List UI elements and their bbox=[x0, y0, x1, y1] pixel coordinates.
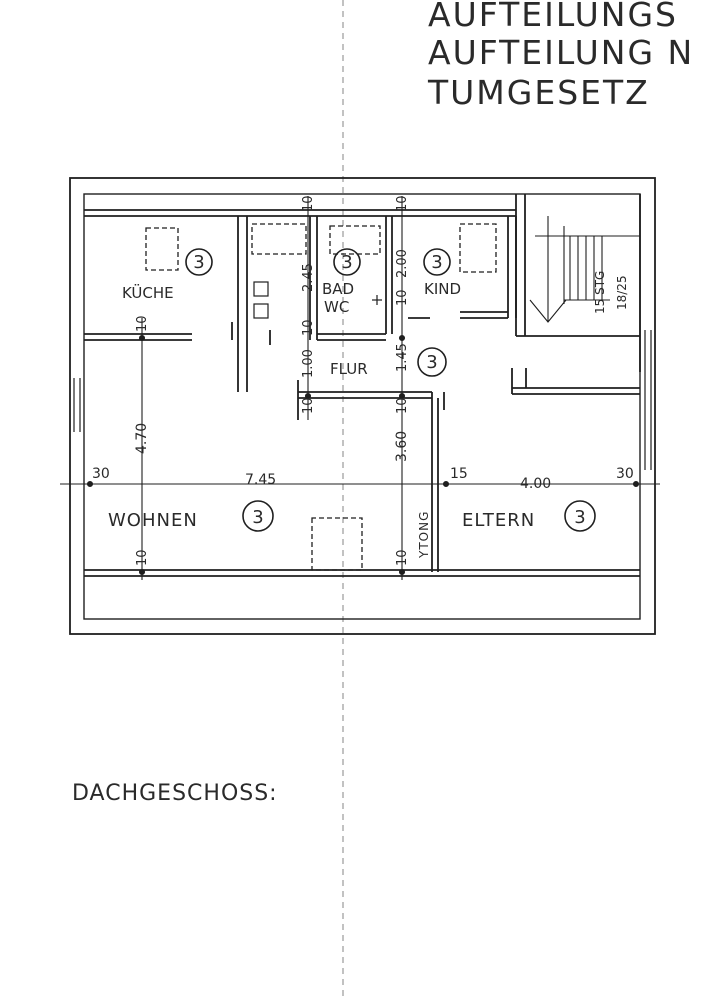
floor-label: DACHGESCHOSS: bbox=[72, 781, 278, 806]
dim-10-flur-right: 10 bbox=[395, 397, 410, 414]
dim-10-kueche: 10 bbox=[135, 315, 150, 332]
window-marks bbox=[73, 330, 652, 470]
dim-1-00: 1.00 bbox=[301, 349, 316, 378]
dim-10-flur-left: 10 bbox=[301, 397, 316, 414]
room-labels: KÜCHE BAD WC KIND FLUR WOHNEN ELTERN bbox=[108, 280, 535, 531]
dim-10-bad-left: 10 bbox=[301, 319, 316, 336]
plan-header: AUFTEILUNGS AUFTEILUNG N TUMGESETZ bbox=[427, 0, 694, 112]
bad-sink bbox=[329, 225, 381, 255]
stairs-steps: 15 STG bbox=[593, 271, 607, 314]
dim-10-ytong: 10 bbox=[395, 549, 410, 566]
room-label-bad: BAD bbox=[322, 280, 354, 298]
dimension-lines bbox=[60, 196, 660, 580]
room-label-flur: FLUR bbox=[330, 360, 368, 378]
unit-markers: 3 3 3 3 3 3 bbox=[185, 248, 596, 532]
dim-15: 15 bbox=[450, 466, 468, 482]
dim-10-bad-right: 10 bbox=[395, 289, 410, 306]
dim-3-60: 3.60 bbox=[394, 431, 410, 462]
dim-10-wohnen: 10 bbox=[135, 549, 150, 566]
unit-marker-bad: 3 bbox=[341, 252, 352, 273]
wall-note-ytong: YTONG bbox=[417, 511, 431, 559]
kueche-table bbox=[145, 227, 179, 271]
unit-marker-eltern: 3 bbox=[574, 507, 585, 528]
wohnen-cabinet bbox=[311, 517, 363, 571]
dim-30-left: 30 bbox=[92, 466, 110, 482]
dim-4-00: 4.00 bbox=[520, 476, 551, 492]
room-label-wohnen: WOHNEN bbox=[108, 510, 198, 531]
bad-tub bbox=[251, 223, 307, 255]
header-line-3: TUMGESETZ bbox=[427, 73, 650, 112]
dim-10-top-right: 10 bbox=[395, 195, 410, 212]
kind-bed bbox=[459, 223, 497, 273]
room-label-kueche: KÜCHE bbox=[122, 283, 174, 302]
dim-2-45: 2.45 bbox=[301, 263, 316, 292]
unit-marker-wohnen: 3 bbox=[252, 507, 263, 528]
unit-marker-kueche: 3 bbox=[193, 252, 204, 273]
outer-wall bbox=[69, 177, 656, 635]
furniture bbox=[145, 223, 497, 571]
dim-2-00: 2.00 bbox=[395, 249, 410, 278]
stairs-ratio: 18/25 bbox=[615, 275, 629, 310]
room-label-eltern: ELTERN bbox=[462, 510, 535, 531]
header-line-2: AUFTEILUNG N bbox=[428, 33, 694, 72]
dimension-labels: 10 10 2.45 2.00 10 10 1.00 1.45 10 10 10… bbox=[92, 195, 634, 566]
dim-30-right: 30 bbox=[616, 466, 634, 482]
staircase bbox=[529, 216, 640, 323]
dim-4-70: 4.70 bbox=[134, 423, 150, 454]
walls bbox=[69, 177, 656, 635]
unit-marker-kind: 3 bbox=[431, 252, 442, 273]
room-label-kind: KIND bbox=[424, 280, 461, 298]
dim-10-top-left: 10 bbox=[301, 195, 316, 212]
unit-marker-flur: 3 bbox=[426, 352, 437, 373]
inner-outer-wall bbox=[83, 193, 641, 620]
dim-7-45: 7.45 bbox=[245, 472, 276, 488]
sanitary-fixtures bbox=[253, 281, 382, 319]
dim-1-45: 1.45 bbox=[395, 343, 410, 372]
room-label-wc: WC bbox=[324, 298, 349, 316]
header-line-1: AUFTEILUNGS bbox=[428, 0, 678, 34]
